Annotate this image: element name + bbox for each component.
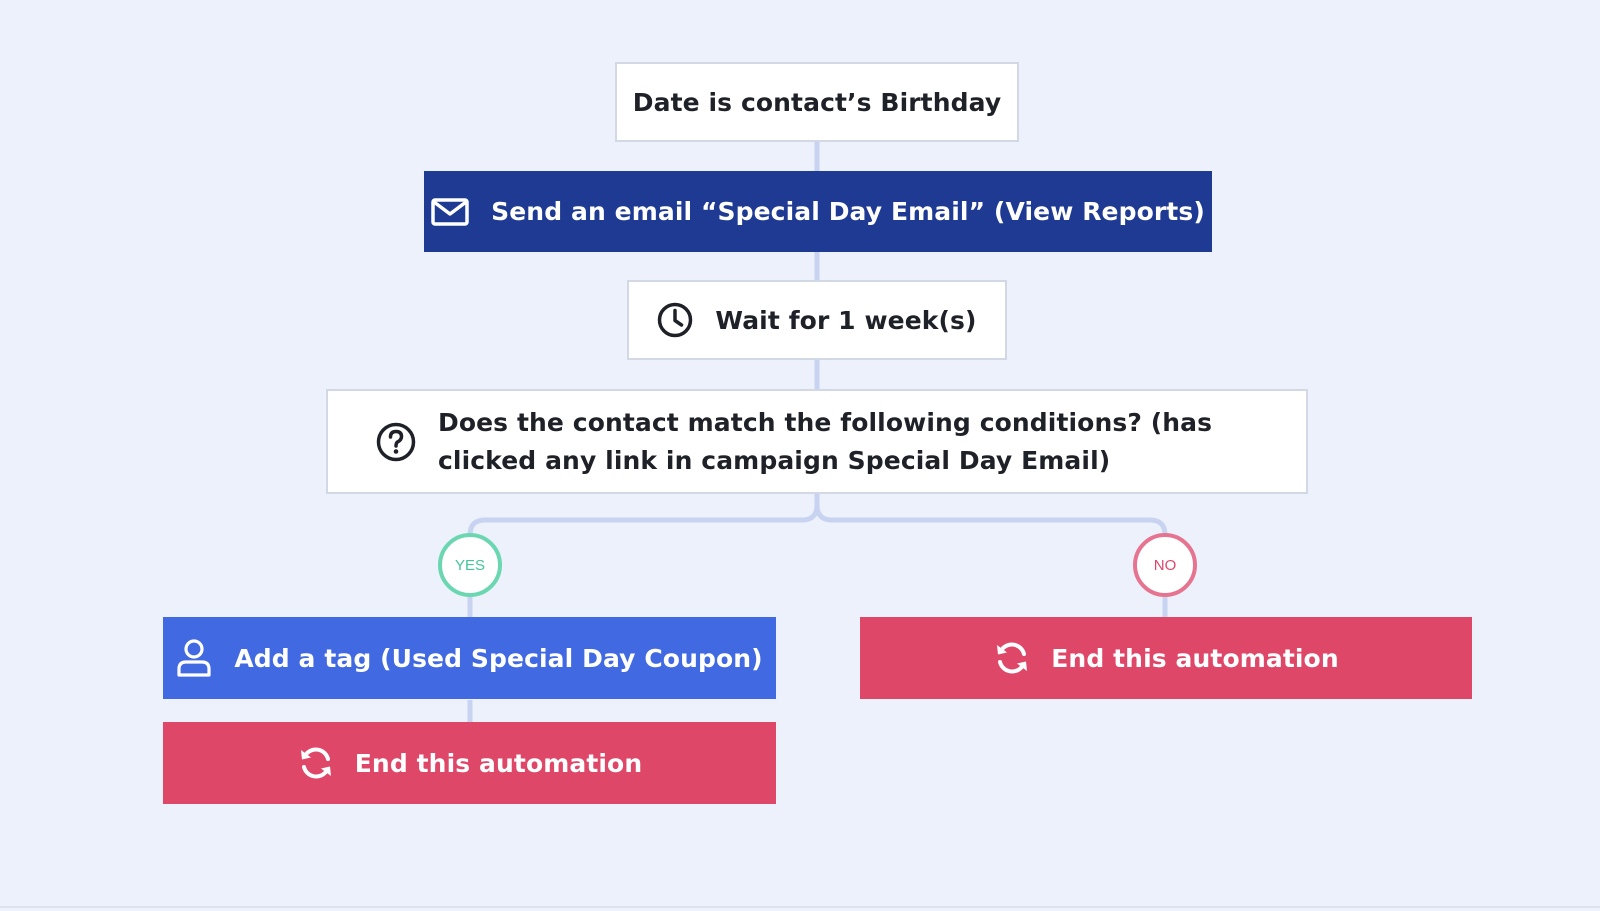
add-tag-label: Add a tag (Used Special Day Coupon) bbox=[234, 643, 763, 673]
trigger-node[interactable]: Date is contact’s Birthday bbox=[615, 62, 1019, 142]
no-badge: NO bbox=[1133, 533, 1197, 597]
add-tag-node[interactable]: Add a tag (Used Special Day Coupon) bbox=[163, 617, 776, 699]
condition-label: Does the contact match the following con… bbox=[438, 407, 1213, 475]
yes-badge: YES bbox=[438, 533, 502, 597]
user-icon bbox=[176, 638, 212, 678]
yes-label: YES bbox=[454, 556, 485, 574]
envelope-icon bbox=[431, 197, 469, 226]
refresh-icon bbox=[993, 639, 1031, 677]
clock-icon bbox=[657, 302, 693, 338]
trigger-label: Date is contact’s Birthday bbox=[632, 87, 1002, 117]
end-automation-label-no: End this automation bbox=[1051, 643, 1339, 673]
send-email-label: Send an email “Special Day Email” (View … bbox=[491, 197, 1205, 226]
wait-node[interactable]: Wait for 1 week(s) bbox=[627, 280, 1007, 360]
send-email-node[interactable]: Send an email “Special Day Email” (View … bbox=[424, 171, 1212, 252]
condition-node[interactable]: Does the contact match the following con… bbox=[326, 389, 1308, 494]
refresh-icon bbox=[297, 744, 335, 782]
connector-condition-yes bbox=[467, 494, 820, 536]
end-automation-node-yes[interactable]: End this automation bbox=[163, 722, 776, 804]
end-automation-label-yes: End this automation bbox=[354, 748, 643, 778]
connector-condition-no bbox=[814, 494, 1168, 536]
end-automation-node-no[interactable]: End this automation bbox=[860, 617, 1472, 699]
wait-label: Wait for 1 week(s) bbox=[715, 305, 977, 335]
question-circle-icon bbox=[376, 422, 416, 462]
bottom-divider bbox=[0, 906, 1600, 908]
no-label: NO bbox=[1153, 556, 1177, 574]
